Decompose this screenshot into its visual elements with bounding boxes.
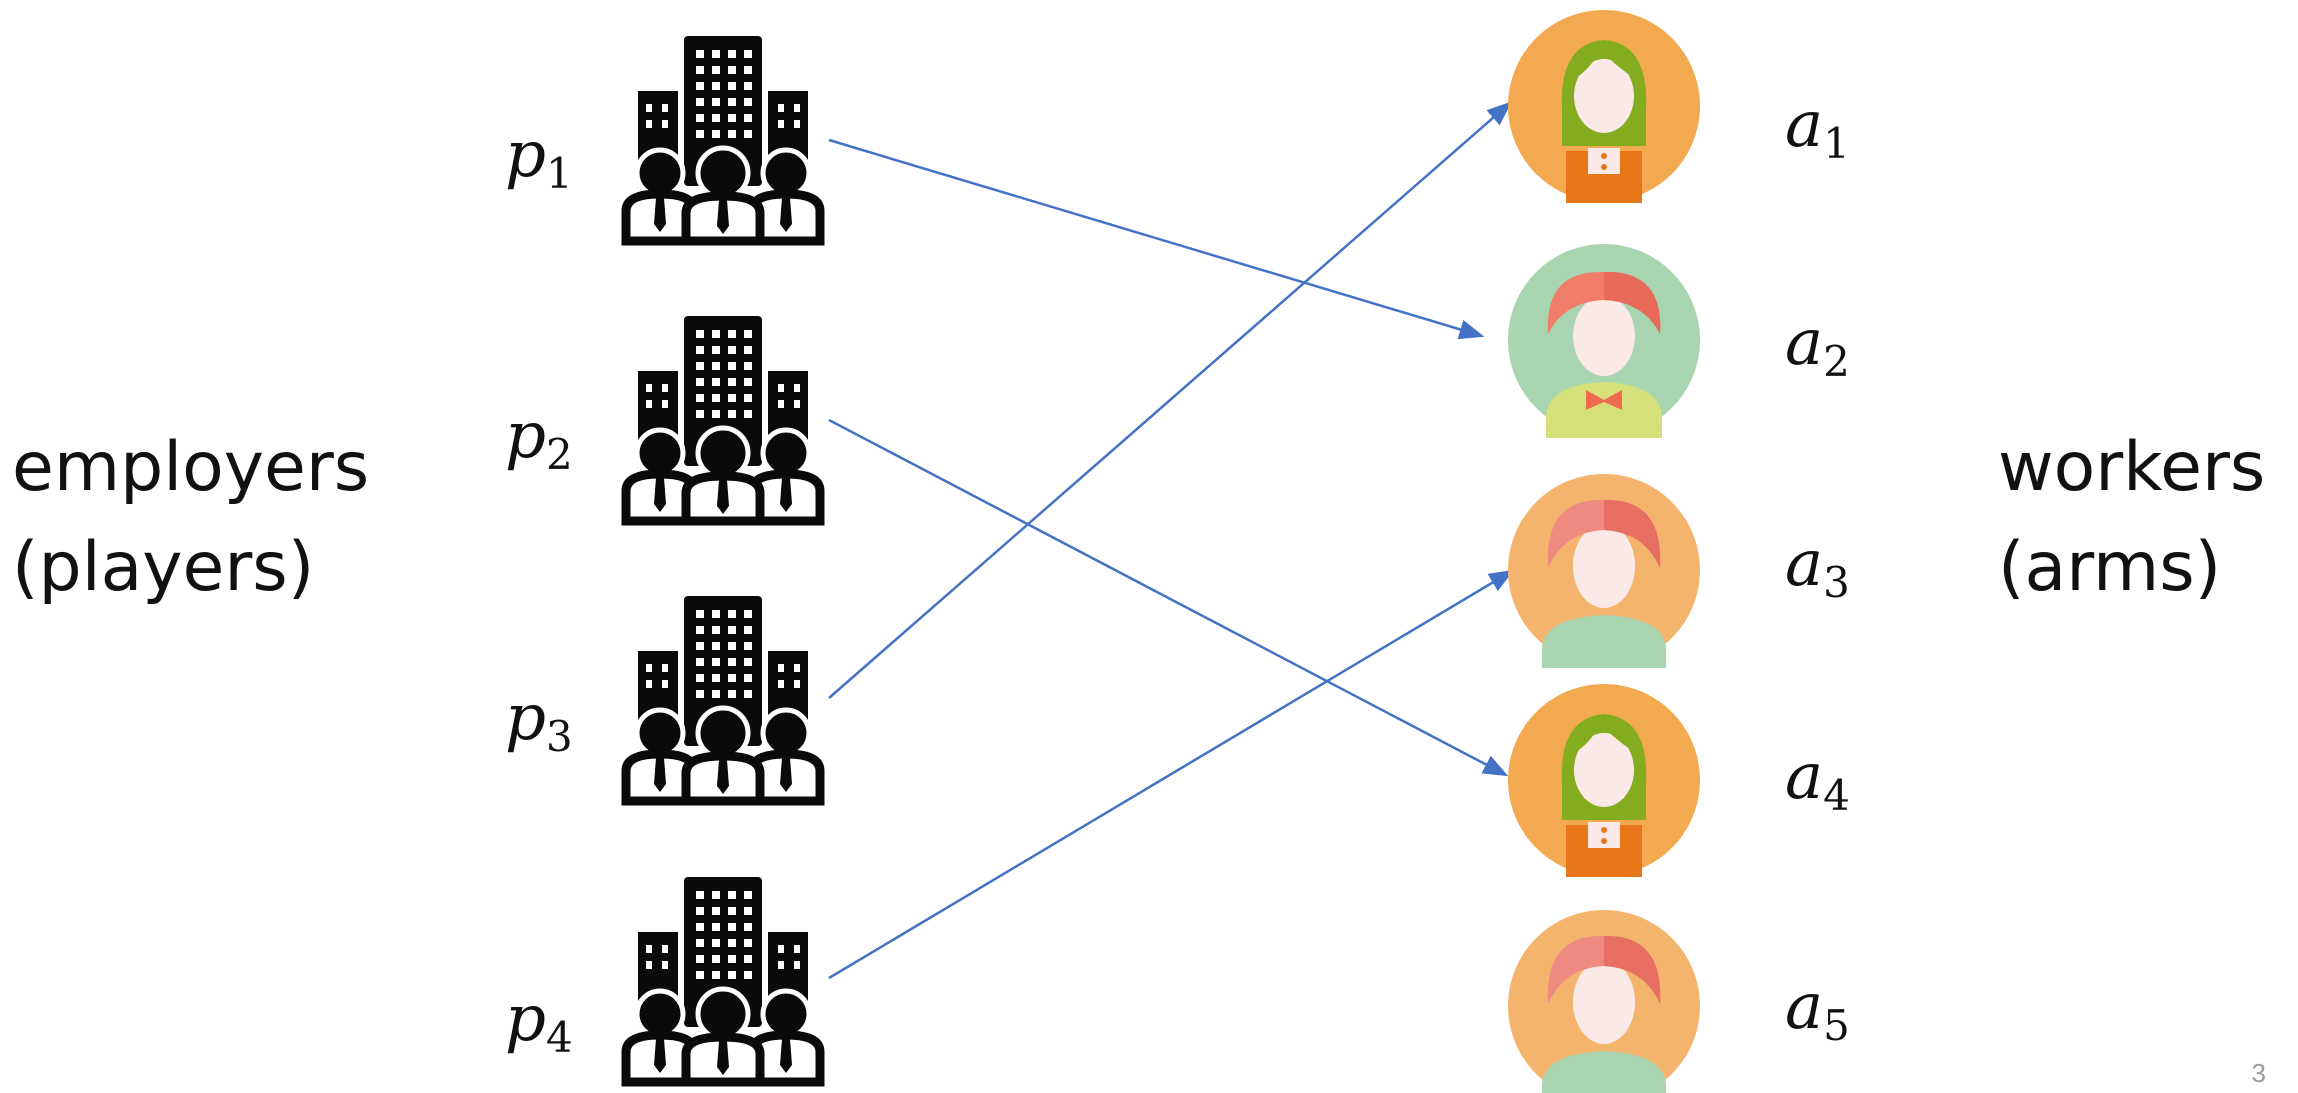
worker-avatar-icon [1508,474,1700,668]
edge-p4-a3 [828,569,1515,980]
player-label-p4: p4 [505,982,573,1062]
player-letter: p [505,399,546,473]
edge-p1-a2 [828,138,1485,340]
worker-avatar-icon [1508,244,1700,438]
arm-label-a3: a3 [1785,527,1850,607]
arm-index: 2 [1823,337,1850,386]
worker-avatar-icon [1508,10,1700,203]
player-label-p3: p3 [505,681,573,761]
office-building-icon [626,596,820,801]
employers-label: employers (players) [12,418,369,618]
workers-label: workers (arms) [1998,418,2265,618]
player-index: 3 [545,712,573,761]
arm-letter: a [1785,527,1824,601]
worker-avatar-icon [1508,910,1700,1093]
player-label-p2: p2 [505,399,573,479]
office-building-icon [626,877,820,1082]
edge-p2-a4 [828,418,1509,777]
player-letter: p [505,681,546,755]
arm-index: 3 [1823,558,1850,607]
player-index: 2 [545,430,573,479]
arm-index: 1 [1823,119,1850,168]
arm-letter: a [1785,306,1824,380]
edge-p3-a1 [828,101,1512,699]
arm-label-a2: a2 [1785,306,1850,386]
office-building-icon [626,36,820,241]
arm-letter: a [1785,88,1824,162]
arm-index: 4 [1823,771,1850,820]
page-number: 3 [2251,1058,2266,1088]
employers-label-line1: employers [12,428,370,507]
arm-label-a1: a1 [1785,88,1850,168]
office-building-icon [626,316,820,521]
arm-label-a5: a5 [1785,970,1850,1050]
player-label-p1: p1 [505,118,573,198]
player-index: 4 [545,1013,573,1062]
player-letter: p [505,118,546,192]
employers-label-line2: (players) [12,528,315,607]
arm-label-a4: a4 [1785,740,1850,820]
workers-label-line1: workers [1998,428,2266,507]
arm-letter: a [1785,970,1824,1044]
arm-index: 5 [1823,1001,1850,1050]
worker-avatar-icon [1508,684,1700,877]
arm-letter: a [1785,740,1824,814]
player-letter: p [505,982,546,1056]
workers-label-line2: (arms) [1998,528,2222,607]
player-index: 1 [545,149,573,198]
